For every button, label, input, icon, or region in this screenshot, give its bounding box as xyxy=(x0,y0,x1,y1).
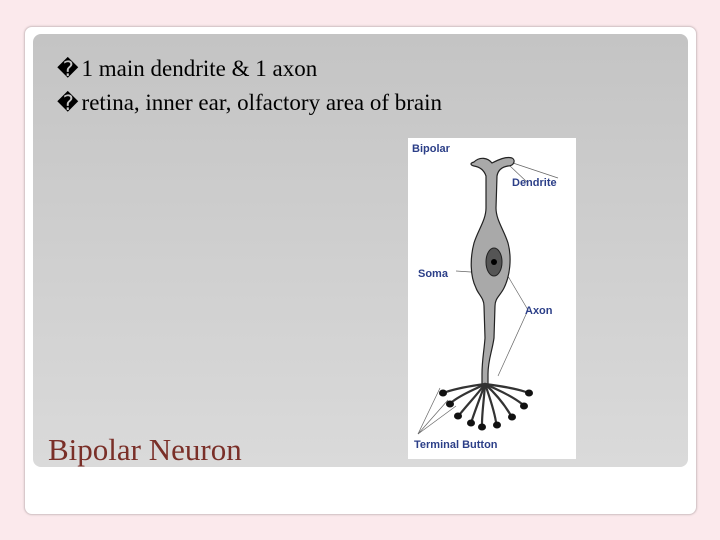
terminal-button xyxy=(525,389,533,397)
dendrite-leader xyxy=(509,161,559,179)
terminal-branch xyxy=(458,382,487,416)
terminal-leader xyxy=(417,387,441,435)
terminal-branch xyxy=(444,382,487,394)
axon-label: Axon xyxy=(525,305,553,317)
terminal-button xyxy=(520,402,528,410)
slide-title: Bipolar Neuron xyxy=(48,432,242,467)
terminal-button xyxy=(446,400,454,408)
terminal-branch xyxy=(480,382,487,426)
terminal-branch xyxy=(483,382,528,394)
bullet-list: �1 main dendrite & 1 axon �retina, inner… xyxy=(57,52,442,120)
nucleolus xyxy=(491,259,497,265)
axon-leader xyxy=(497,309,529,377)
bullet-item: �retina, inner ear, olfactory area of br… xyxy=(57,86,442,120)
terminal-leader xyxy=(417,399,449,435)
terminal-branch xyxy=(483,382,512,416)
bullet-text: retina, inner ear, olfactory area of bra… xyxy=(81,90,443,115)
content-panel xyxy=(33,34,688,467)
terminal-branch xyxy=(483,382,498,424)
terminal-button xyxy=(454,412,462,420)
terminal-button-label: Terminal Button xyxy=(414,439,498,451)
bullet-item: �1 main dendrite & 1 axon xyxy=(57,52,442,86)
terminal-button xyxy=(467,419,475,427)
terminal-button xyxy=(493,421,501,429)
soma-label: Soma xyxy=(418,268,449,280)
terminal-button xyxy=(439,389,447,397)
dendrite-leader xyxy=(509,165,529,184)
terminal-button xyxy=(478,423,486,431)
terminal-leader xyxy=(417,405,457,435)
terminal-button xyxy=(508,413,516,421)
bullet-marker: � xyxy=(57,91,79,115)
dendrite-label: Dendrite xyxy=(512,177,557,189)
figure-title: Bipolar xyxy=(412,143,451,155)
neuron-diagram: Bipolar Dendrite Soma Axon Terminal Butt… xyxy=(408,138,576,459)
bullet-text: 1 main dendrite & 1 axon xyxy=(81,56,318,81)
bullet-marker: � xyxy=(57,57,79,81)
